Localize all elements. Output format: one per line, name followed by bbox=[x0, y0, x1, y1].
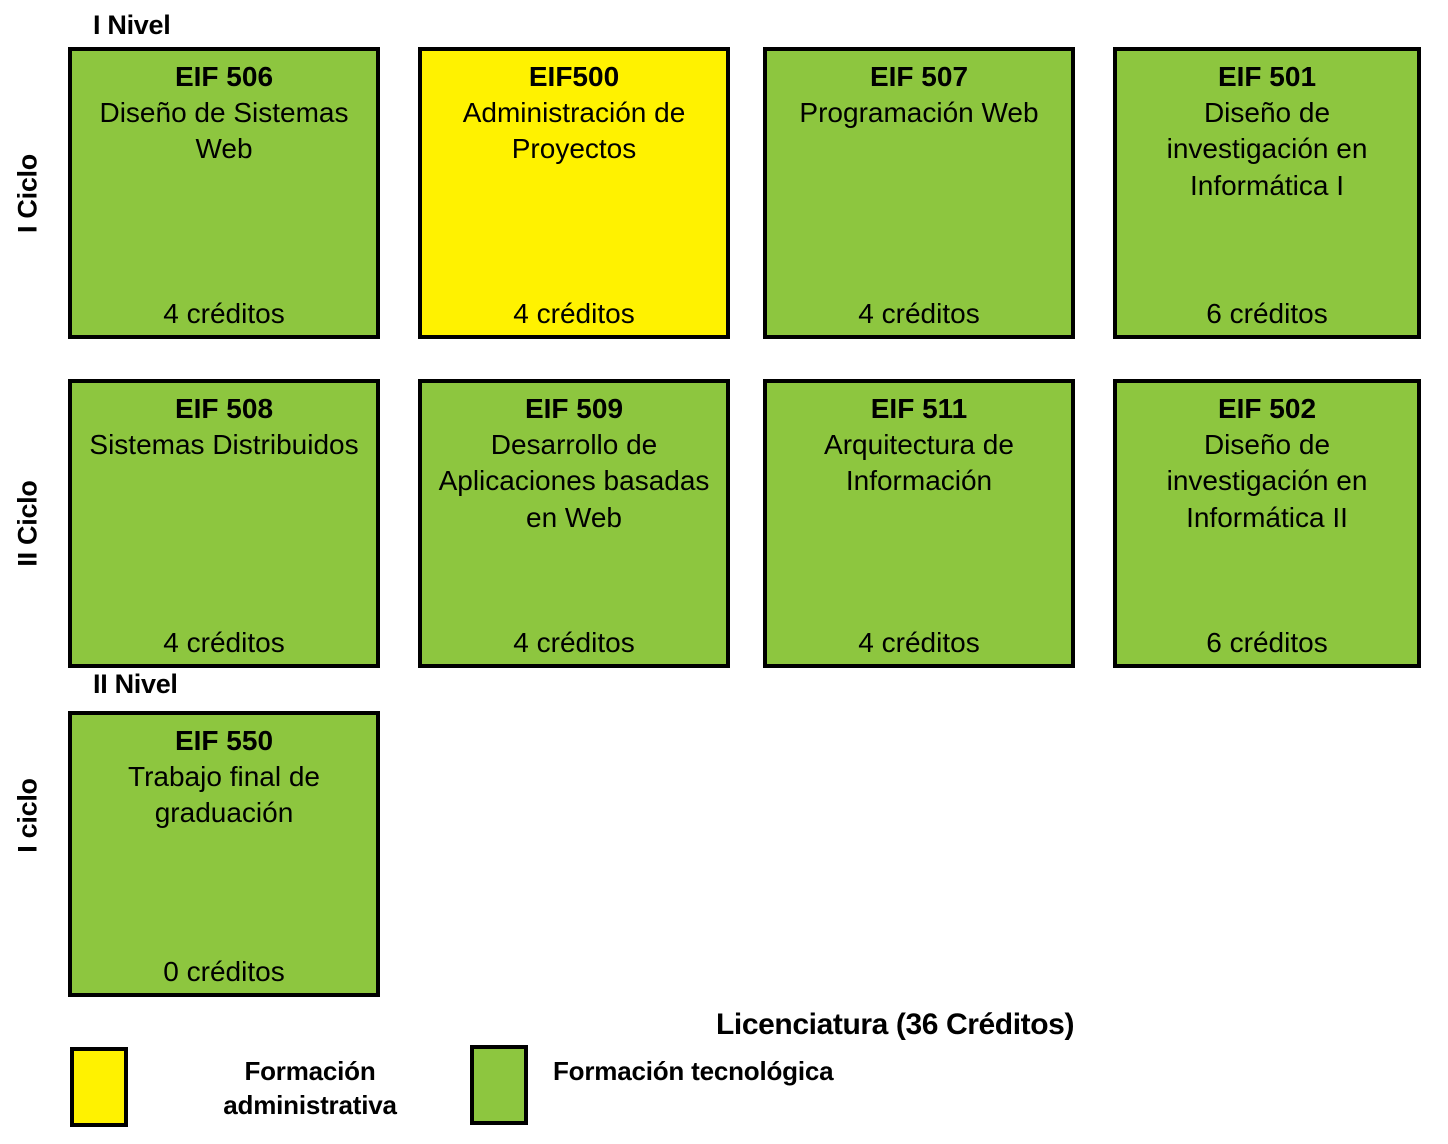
legend-swatch-administrativa bbox=[70, 1047, 128, 1127]
course-box-eif-511[interactable]: EIF 511 Arquitectura de Información 4 cr… bbox=[763, 379, 1075, 668]
course-name: Desarrollo de Aplicaciones basadas en We… bbox=[438, 428, 710, 533]
course-box-eif-506[interactable]: EIF 506 Diseño de Sistemas Web 4 crédito… bbox=[68, 47, 380, 339]
cycle-label-ii-ciclo: II Ciclo bbox=[12, 480, 43, 567]
course-credits: 4 créditos bbox=[858, 627, 980, 658]
course-name: Trabajo final de graduación bbox=[128, 760, 320, 829]
cycle-label-i-ciclo: I Ciclo bbox=[12, 154, 43, 233]
course-code: EIF 508 bbox=[174, 393, 274, 424]
course-box-eif-550[interactable]: EIF 550 Trabajo final de graduación 0 cr… bbox=[68, 711, 380, 997]
course-code: EIF500 bbox=[528, 61, 620, 92]
course-code: EIF 509 bbox=[524, 393, 624, 424]
legend-swatch-tecnologica bbox=[470, 1045, 528, 1125]
legend-label-tecnologica: Formación tecnológica bbox=[553, 1056, 834, 1086]
course-credits: 0 créditos bbox=[163, 956, 285, 987]
course-name: Programación Web bbox=[799, 96, 1039, 128]
course-code: EIF 501 bbox=[1217, 61, 1317, 92]
course-credits: 4 créditos bbox=[858, 298, 980, 329]
course-name: Sistemas Distribuidos bbox=[89, 428, 359, 460]
course-name: Diseño de investigación en Informática I bbox=[1166, 96, 1368, 201]
legend-label-administrativa-line1: Formación bbox=[244, 1056, 376, 1086]
course-credits: 4 créditos bbox=[513, 627, 635, 658]
course-code: EIF 502 bbox=[1217, 393, 1317, 424]
course-box-eif-500[interactable]: EIF500 Administración de Proyectos 4 cré… bbox=[418, 47, 730, 339]
course-box-eif-509[interactable]: EIF 509 Desarrollo de Aplicaciones basad… bbox=[418, 379, 730, 668]
course-box-eif-507[interactable]: EIF 507 Programación Web 4 créditos bbox=[763, 47, 1075, 339]
course-credits: 6 créditos bbox=[1206, 298, 1328, 329]
level-label-i-nivel: I Nivel bbox=[93, 10, 171, 40]
course-code: EIF 511 bbox=[870, 393, 968, 424]
course-name: Arquitectura de Información bbox=[824, 428, 1014, 497]
course-name: Administración de Proyectos bbox=[462, 96, 686, 165]
cycle-label-i-ciclo-nivel2: I ciclo bbox=[12, 778, 43, 853]
course-name: Diseño de investigación en Informática I… bbox=[1166, 428, 1368, 533]
course-name: Diseño de Sistemas Web bbox=[99, 96, 349, 165]
course-box-eif-501[interactable]: EIF 501 Diseño de investigación en Infor… bbox=[1113, 47, 1421, 339]
course-code: EIF 507 bbox=[869, 61, 969, 92]
program-title: Licenciatura (36 Créditos) bbox=[716, 1008, 1075, 1041]
course-credits: 6 créditos bbox=[1206, 627, 1328, 658]
course-code: EIF 550 bbox=[174, 725, 274, 756]
course-code: EIF 506 bbox=[174, 61, 274, 92]
course-credits: 4 créditos bbox=[163, 298, 285, 329]
legend-label-administrativa-line2: administrativa bbox=[223, 1090, 397, 1120]
course-box-eif-508[interactable]: EIF 508 Sistemas Distribuidos 4 créditos bbox=[68, 379, 380, 668]
course-credits: 4 créditos bbox=[513, 298, 635, 329]
level-label-ii-nivel: II Nivel bbox=[93, 669, 178, 699]
course-credits: 4 créditos bbox=[163, 627, 285, 658]
course-box-eif-502[interactable]: EIF 502 Diseño de investigación en Infor… bbox=[1113, 379, 1421, 668]
